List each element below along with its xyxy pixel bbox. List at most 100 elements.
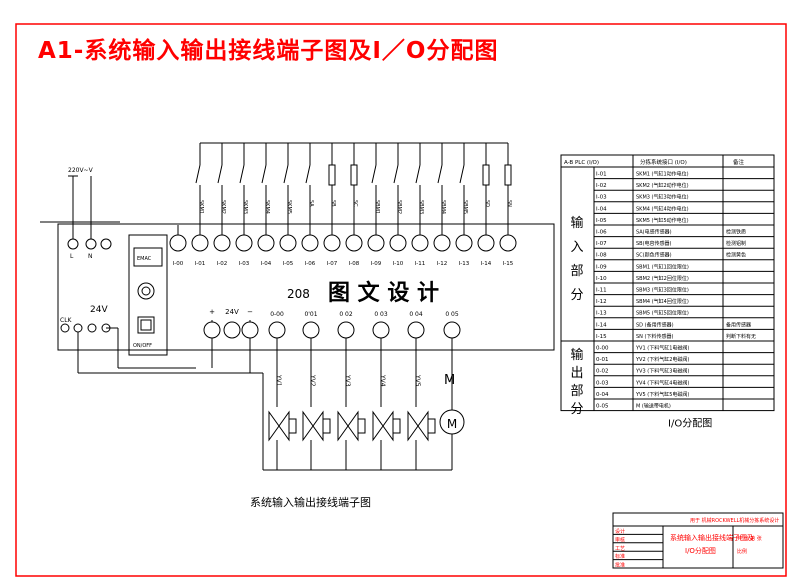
emac-label: EMAC [137,256,152,262]
io-addr-I-14: I-14 [596,322,607,328]
io-addr-I-12: I-12 [596,299,607,305]
title-block-row-0: 设计 [615,528,625,535]
supply-label: 220V~V [68,167,94,174]
io-note-I-15: 判断下料有无 [726,333,756,340]
page-title: A1-系统输入输出接线端子图及I／O分配图 [38,38,499,64]
title-block-drawing-subtitle: I/O分配图 [685,546,716,555]
output-label-0-01: 0'01 [304,311,317,318]
out-supply-label: − [247,308,253,316]
out-supply-label: + [209,308,215,316]
io-addr-0-02: 0-02 [596,369,608,375]
input-terminal-I-02 [213,234,231,252]
io-addr-0-04: 0-04 [596,392,609,398]
valve-label-YV2: YV2 [309,374,316,387]
io-group-input: 部 [570,264,583,279]
io-desc-I-09: SBM1 (气缸1回位限位) [636,263,689,270]
switch-label-SA: SA [308,200,314,207]
io-desc-I-06: SA(电感传感器) [636,229,672,236]
onoff-switch-inner [140,319,152,331]
io-note-I-08: 检测黄色 [726,252,746,259]
mode-knob-center [141,286,151,296]
valve-symbol-YV3 [337,410,359,442]
io-note-I-07: 检测铝制 [726,240,746,247]
switch-label-SBM1: SBM1 [374,200,380,214]
input-label-I-14: I-14 [481,261,492,267]
io-desc-0-03: YV4 (下料气缸4电磁阀) [635,379,689,386]
input-terminal-I-10 [389,234,407,252]
switch-label-SB: SB [330,200,336,207]
switch-label-SBM5: SBM5 [462,200,468,214]
input-terminal-I-01 [191,234,209,252]
out-supply-label: 24V [225,308,239,316]
title-block [612,512,784,569]
out-supply-terminal [241,321,259,339]
io-group-input: 输 [570,215,583,231]
input-label-I-04: I-04 [261,261,272,267]
io-desc-I-08: SC(颜色传感器) [636,252,672,259]
switch-blade-SBM1 [371,164,377,184]
io-desc-I-10: SBM2 (气缸2回位限位) [636,275,689,282]
io-group-output: 输 [570,347,583,363]
io-desc-0-02: YV3 (下料气缸3电磁阀) [635,368,689,375]
valve-label-YV3: YV3 [344,374,351,387]
io-desc-I-12: SBM4 (气缸4回位限位) [636,298,689,305]
valve-symbol-YV4 [372,410,394,442]
switch-label-SC: SC [352,200,358,207]
title-block-sheet: 共 张 第 张 [737,535,762,542]
io-addr-I-02: I-02 [596,183,607,189]
valve-label-YV4: YV4 [379,374,386,387]
switch-blade-SA [305,164,311,184]
io-group-output: 出 [570,366,583,381]
io-addr-I-11: I-11 [596,288,607,294]
output-label-0-02: 0 02 [339,311,353,318]
valve-label-YV1: YV1 [275,374,282,387]
io-addr-0-05: 0-05 [596,404,609,410]
switch-label-SD: SD [484,200,490,207]
input-terminal-I-15 [499,234,517,252]
input-label-I-03: I-03 [239,261,250,267]
io-group-input: 分 [570,288,583,303]
input-label-I-06: I-06 [305,261,316,267]
io-header-plc: A-B PLC (I/O) [564,160,599,166]
psu-terminal [73,323,83,333]
output-label-0-04: 0 04 [409,311,423,318]
io-addr-0-01: 0-01 [596,357,608,363]
switch-blade-SKM1 [195,164,201,184]
io-addr-I-15: I-15 [596,334,607,340]
io-desc-0-05: M (输送带电机) [636,403,671,410]
io-note-I-14: 备用传感器 [726,321,751,328]
io-desc-I-04: SKM4 (气缸4动作电位) [636,205,689,212]
emac-box [133,247,163,267]
io-caption: I/O分配图 [668,418,712,430]
input-label-I-08: I-08 [349,261,360,267]
switch-label-SKM2: SKM2 [220,200,226,214]
input-terminal-I-09 [367,234,385,252]
input-label-I-10: I-10 [393,261,404,267]
valve-symbol-YV5 [407,410,429,442]
io-addr-I-07: I-07 [596,241,607,247]
output-terminal-0-00 [268,321,286,339]
io-addr-I-05: I-05 [596,218,607,224]
io-addr-I-04: I-04 [596,206,607,212]
valve-coil-YV1 [288,418,297,434]
io-addr-I-06: I-06 [596,230,607,236]
title-block-scale: 比例 [737,548,747,555]
io-addr-I-01: I-01 [596,172,607,178]
input-label-I-02: I-02 [217,261,228,267]
io-header-system: 分拣系统接口 (I/O) [640,158,687,166]
psu-label: 24V [90,305,108,315]
model-label: 208 [287,287,310,301]
io-desc-0-00: YV1 (下料气缸1电磁阀) [635,345,689,352]
switch-label-SBM2: SBM2 [396,200,402,214]
switch-blade-SBM3 [415,164,421,184]
io-desc-I-13: SBM5 (气缸5回位限位) [636,310,689,317]
output-terminal-0-05 [443,321,461,339]
switch-label-SBM4: SBM4 [440,200,446,214]
output-terminal-0-04 [407,321,425,339]
io-desc-0-01: YV2 (下料气缸2电磁阀) [635,356,689,363]
input-terminal-I-07 [323,234,341,252]
io-desc-I-07: SB(电容传感器) [636,240,672,247]
input-label-I-09: I-09 [371,261,382,267]
onoff-label: ON/OFF [133,343,152,349]
io-group-input: 入 [570,240,583,255]
